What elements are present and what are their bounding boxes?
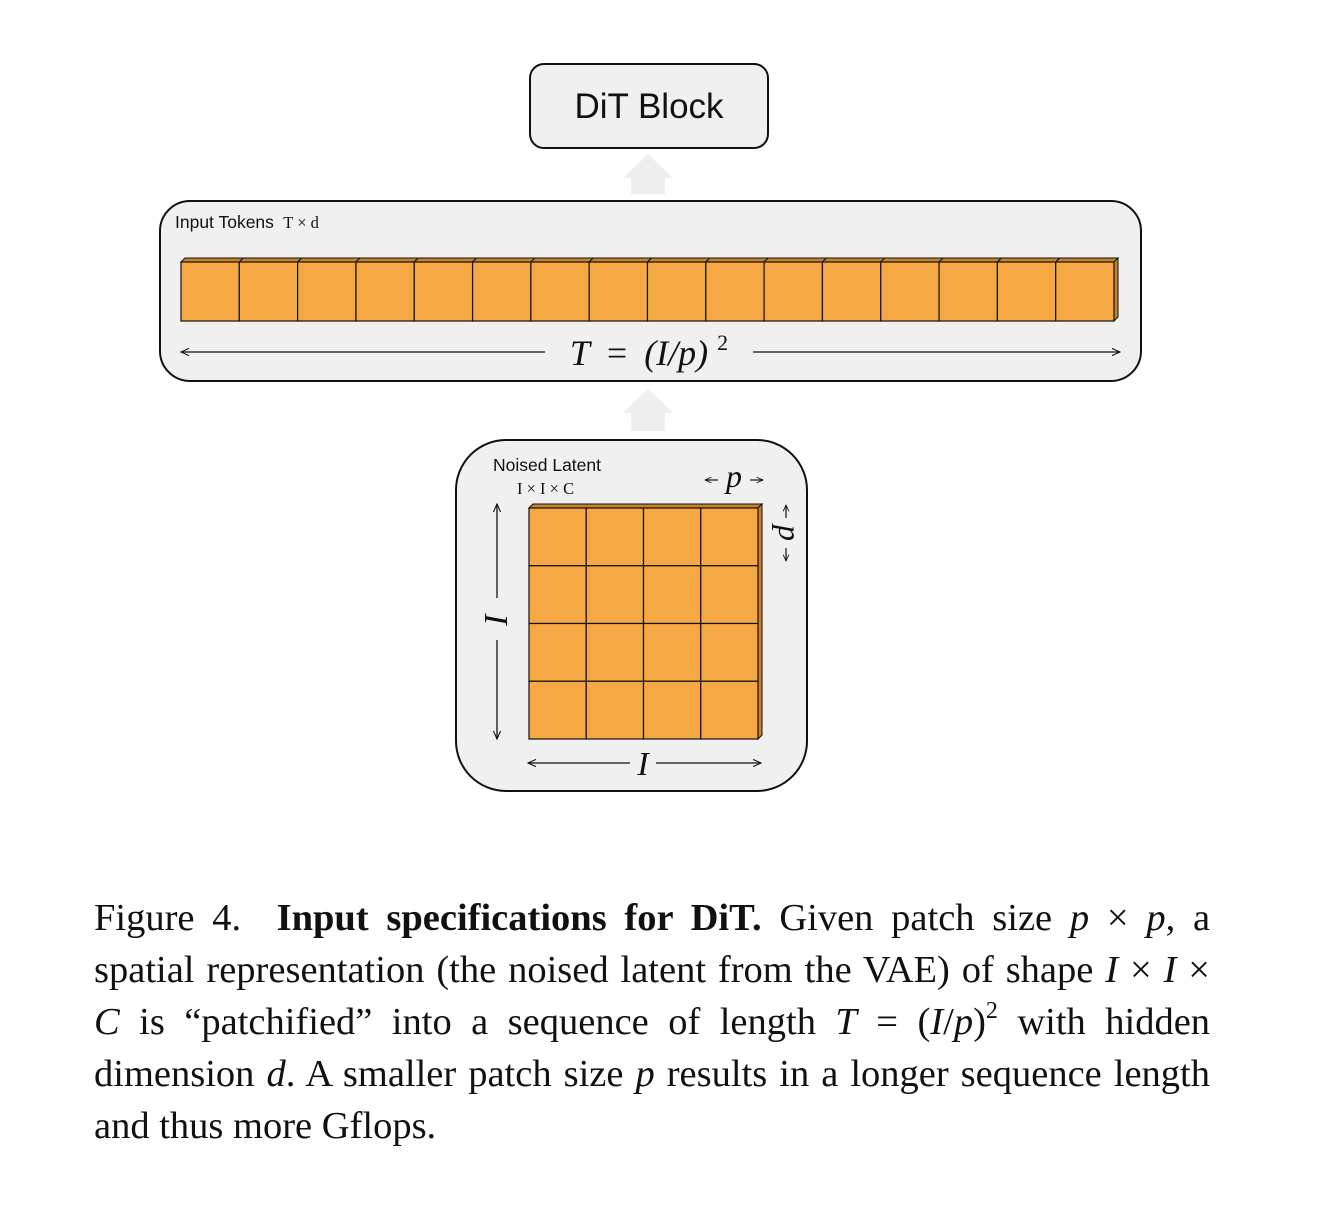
latent-patch (585, 565, 645, 625)
patch-width-label: p (724, 458, 742, 494)
dit-input-diagram: DiT Block Input Tokens T × d T = (I/p) 2… (159, 63, 1142, 792)
latent-patch (642, 622, 702, 682)
dit-block-label: DiT Block (574, 87, 724, 126)
latent-width-label: I (636, 746, 650, 783)
latent-patch (642, 565, 702, 625)
latent-patch (642, 507, 702, 567)
figure-label: Figure 4. (94, 897, 242, 939)
token-cell (762, 257, 828, 322)
token-sequence (179, 256, 1120, 323)
token-cell (413, 257, 478, 322)
token-cell (238, 257, 303, 322)
latent-patch (585, 680, 645, 740)
latent-patch (585, 507, 645, 567)
token-cell (529, 257, 595, 322)
latent-panel-title: Noised Latent (493, 455, 601, 475)
dit-block-box (529, 63, 769, 149)
token-cell (937, 257, 1003, 322)
latent-patch (528, 565, 587, 625)
latent-panel-dims: I × I × C (517, 479, 574, 498)
flow-up-arrow-middle (623, 389, 673, 431)
token-cell (704, 257, 770, 322)
latent-patch (642, 680, 702, 740)
caption-title: Input specifications for DiT. (276, 897, 762, 939)
token-cell (354, 257, 420, 322)
latent-patch (700, 680, 759, 740)
token-cell (296, 257, 362, 322)
token-cell (587, 257, 653, 322)
patch-height-label: p (772, 523, 808, 541)
latent-height-label: I (477, 612, 514, 626)
latent-patch (528, 622, 587, 682)
tokens-length-formula: T = (I/p) 2 (570, 330, 728, 373)
token-cell (821, 257, 886, 322)
latent-patch (528, 507, 587, 567)
latent-patch (585, 622, 645, 682)
latent-patch-grid (527, 502, 764, 741)
figure-caption: Figure 4. Input specifications for DiT. … (94, 897, 1211, 1147)
latent-patch (528, 680, 587, 740)
token-cell (1054, 256, 1120, 323)
token-cell (879, 257, 945, 322)
tokens-panel-title: Input Tokens T × d (175, 212, 320, 232)
latent-patch (700, 565, 759, 625)
latent-patch (700, 507, 759, 567)
token-cell (179, 257, 245, 322)
token-cell (996, 257, 1061, 322)
token-cell (646, 257, 712, 322)
token-cell (471, 257, 537, 322)
flow-up-arrow-top (623, 154, 673, 194)
latent-patch (700, 622, 759, 682)
